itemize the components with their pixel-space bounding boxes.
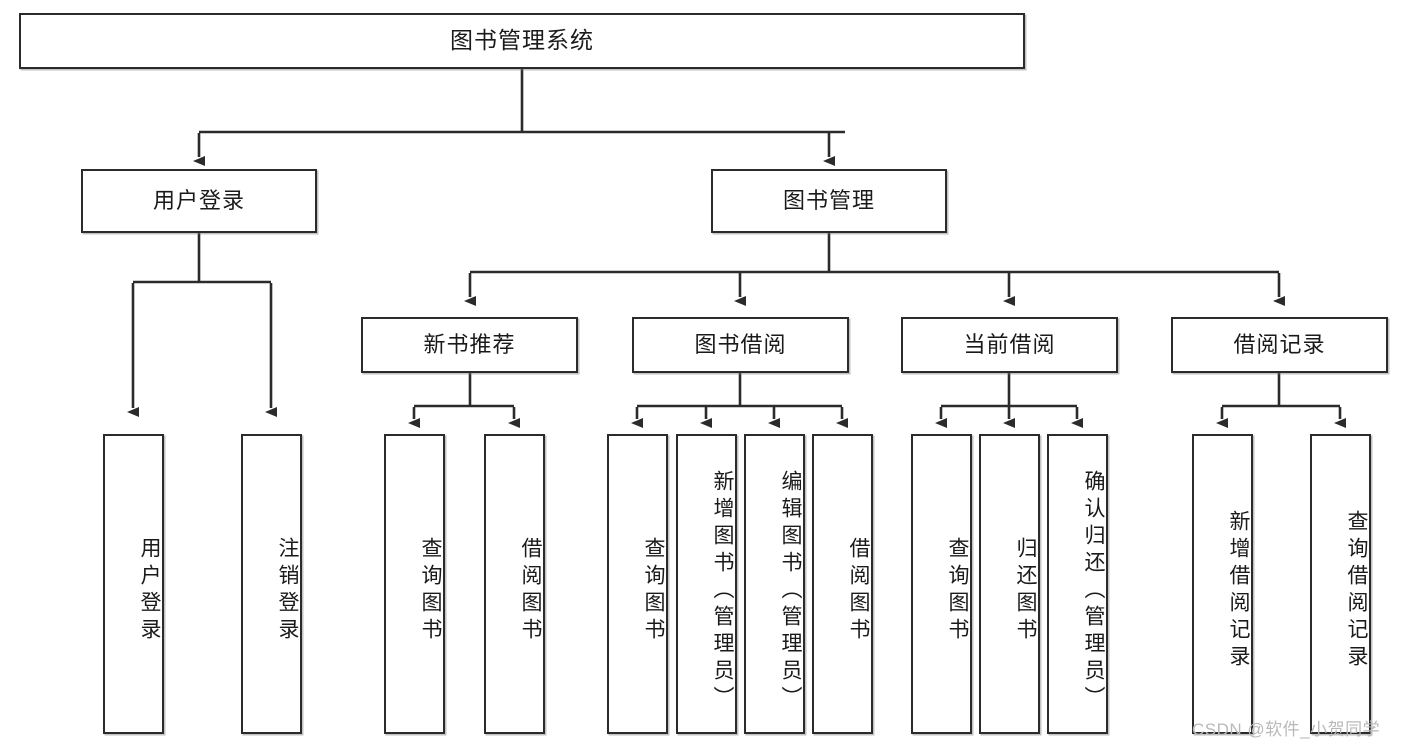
leaf-query-book-current[interactable]: 查询图书 — [911, 434, 972, 734]
leaf-borrow-book[interactable]: 借阅图书 — [812, 434, 873, 734]
node-label: 查询图书 — [419, 537, 442, 645]
node-borrow-record[interactable]: 借阅记录 — [1171, 317, 1388, 373]
node-label: 图书借阅 — [694, 331, 787, 357]
node-book-borrow[interactable]: 图书借阅 — [632, 317, 849, 373]
leaf-query-borrow-record[interactable]: 查询借阅记录 — [1310, 434, 1371, 734]
node-new-book-recommend[interactable]: 新书推荐 — [361, 317, 578, 373]
node-label: 查询图书 — [946, 537, 969, 645]
node-label: 编辑图书（管理员） — [779, 469, 802, 713]
node-label: 当前借阅 — [963, 331, 1056, 357]
node-label: 图书管理系统 — [450, 27, 594, 54]
leaf-return-book[interactable]: 归还图书 — [979, 434, 1040, 734]
node-label: 借阅记录 — [1233, 331, 1326, 357]
leaf-user-login[interactable]: 用户登录 — [103, 434, 164, 734]
node-label: 新增借阅记录 — [1227, 510, 1250, 672]
node-label: 确认归还（管理员） — [1082, 469, 1105, 713]
node-current-borrow[interactable]: 当前借阅 — [901, 317, 1118, 373]
node-book-management[interactable]: 图书管理 — [711, 169, 947, 233]
node-label: 归还图书 — [1014, 537, 1037, 645]
leaf-confirm-return-admin[interactable]: 确认归还（管理员） — [1047, 434, 1108, 734]
node-label: 借阅图书 — [847, 537, 870, 645]
csdn-watermark: CSDN @软件_小贺同学 — [1192, 720, 1381, 739]
leaf-add-book-admin[interactable]: 新增图书（管理员） — [676, 434, 737, 734]
node-label: 用户登录 — [138, 537, 161, 645]
node-label: 新增图书（管理员） — [711, 469, 734, 713]
node-label: 图书管理 — [782, 187, 875, 213]
leaf-logout-login[interactable]: 注销登录 — [241, 434, 302, 734]
leaf-borrow-book-recommend[interactable]: 借阅图书 — [484, 434, 545, 734]
leaf-edit-book-admin[interactable]: 编辑图书（管理员） — [744, 434, 805, 734]
leaf-query-book-recommend[interactable]: 查询图书 — [384, 434, 445, 734]
node-label: 新书推荐 — [423, 331, 516, 357]
leaf-add-borrow-record[interactable]: 新增借阅记录 — [1192, 434, 1253, 734]
node-label: 注销登录 — [276, 537, 299, 645]
node-label: 查询图书 — [642, 537, 665, 645]
node-label: 借阅图书 — [519, 537, 542, 645]
node-user-login[interactable]: 用户登录 — [81, 169, 317, 233]
node-label: 查询借阅记录 — [1345, 510, 1368, 672]
node-root-book-management-system[interactable]: 图书管理系统 — [19, 13, 1025, 69]
leaf-query-book-borrow[interactable]: 查询图书 — [607, 434, 668, 734]
node-label: 用户登录 — [152, 187, 245, 213]
